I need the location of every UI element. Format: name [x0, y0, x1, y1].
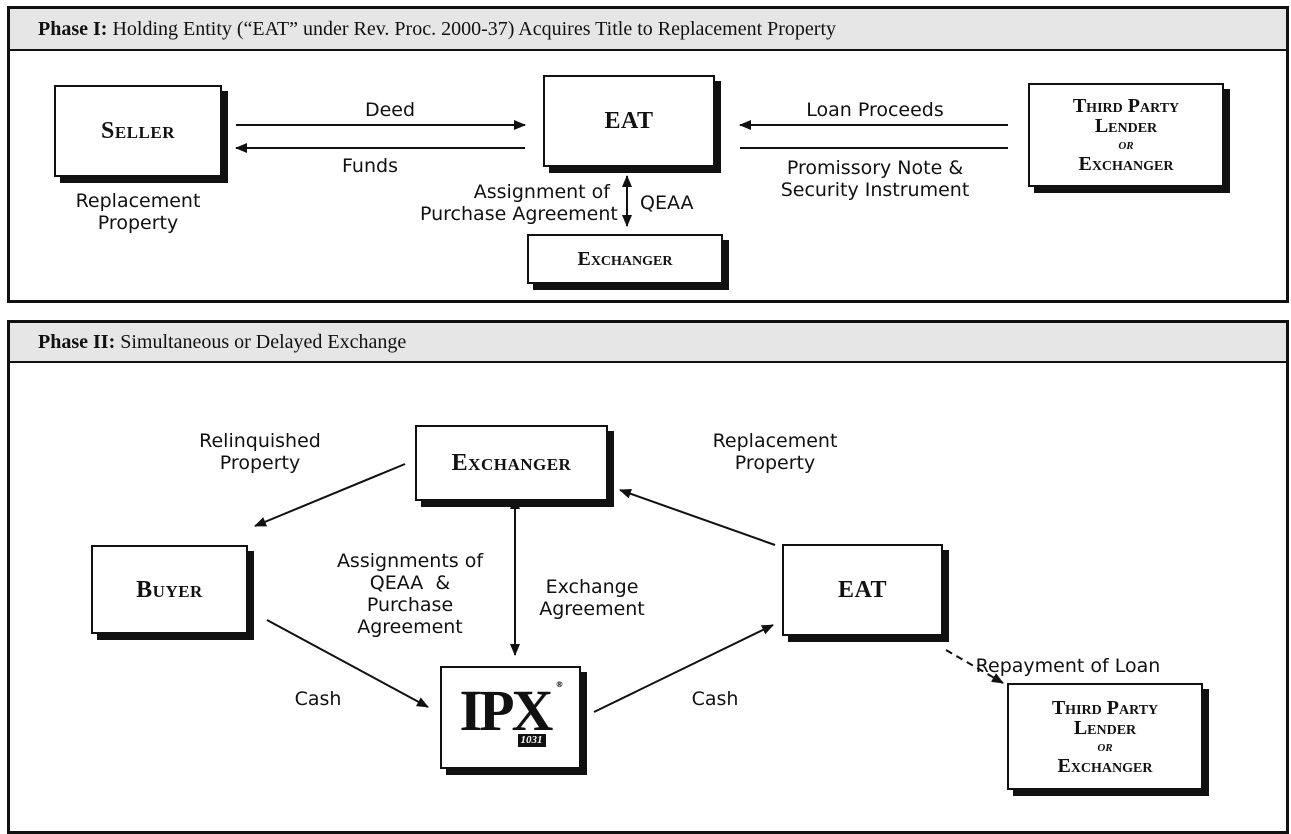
- lender-line1: Third Party: [1072, 95, 1180, 117]
- phase-2-header-label: Phase II:: [38, 331, 116, 353]
- lender-or: or: [1118, 137, 1134, 153]
- ipx-logo: IPX 1031 ®: [456, 678, 566, 758]
- exchange-agreement-label: Exchange Agreement: [539, 576, 645, 620]
- replacement-arrow: [619, 488, 776, 546]
- seller-label: Seller: [101, 118, 175, 144]
- qeaa-label-phase1: QEAA: [640, 192, 694, 214]
- eat-box-phase2: EAT: [782, 544, 943, 636]
- replacement-property-label-phase2: Replacement Property: [712, 430, 838, 474]
- ipx-logo-box: IPX 1031 ®: [440, 666, 581, 769]
- promissory-note-label: Promissory Note & Security Instrument: [780, 157, 970, 201]
- ipx-logo-text: IPX: [459, 677, 554, 743]
- relinquished-property-label: Relinquished Property: [199, 430, 321, 474]
- lender-line1-phase2: Third Party: [1051, 696, 1159, 719]
- lender-or-phase2: or: [1097, 738, 1113, 755]
- assignments-label: Assignments of QEAA & Purchase Agreement: [336, 550, 484, 638]
- lender-box-phase2: Third Party Lender or Exchanger: [1007, 683, 1203, 790]
- exchanger-box-phase1: Exchanger: [527, 234, 723, 284]
- assignment-label: Assignment of Purchase Agreement: [420, 181, 618, 225]
- cash-right-label: Cash: [691, 688, 739, 710]
- funds-label: Funds: [342, 155, 398, 177]
- eat-box-phase1: EAT: [543, 75, 715, 167]
- exchanger-label-phase1: Exchanger: [577, 248, 673, 270]
- loan-proceeds-label: Loan Proceeds: [806, 99, 944, 121]
- cash-left-arrow: [266, 619, 429, 708]
- phase-1-header: Phase I: Holding Entity (“EAT” under Rev…: [10, 9, 1286, 51]
- buyer-label: Buyer: [136, 576, 203, 603]
- repayment-arrow: [945, 649, 1004, 684]
- phase-1-header-label: Phase I:: [38, 18, 108, 40]
- buyer-box: Buyer: [91, 545, 248, 634]
- phase-2-header-text: Simultaneous or Delayed Exchange: [115, 331, 407, 353]
- lender-line3-phase2: Exchanger: [1057, 754, 1153, 777]
- phase-2-header: Phase II: Simultaneous or Delayed Exchan…: [10, 323, 1286, 363]
- registered-mark-icon: ®: [555, 679, 564, 689]
- repayment-label: Repayment of Loan: [975, 655, 1161, 677]
- exchanger-box-phase2: Exchanger: [415, 425, 608, 501]
- lender-line3: Exchanger: [1078, 153, 1174, 175]
- seller-box: Seller: [54, 85, 222, 177]
- lender-line2: Lender: [1094, 115, 1158, 137]
- ipx-logo-number: 1031: [517, 733, 546, 747]
- exchanger-label-phase2: Exchanger: [451, 450, 572, 476]
- relinquished-arrow: [254, 463, 406, 527]
- deed-label: Deed: [364, 99, 416, 121]
- replacement-property-label-phase1: Replacement Property: [75, 190, 201, 234]
- eat-label-phase1: EAT: [604, 108, 654, 134]
- cash-left-label: Cash: [294, 688, 342, 710]
- lender-box-phase1: Third Party Lender or Exchanger: [1028, 83, 1224, 187]
- eat-label-phase2: EAT: [837, 577, 888, 603]
- cash-right-arrow: [593, 624, 774, 713]
- phase-1-header-text: Holding Entity (“EAT” under Rev. Proc. 2…: [107, 18, 837, 40]
- lender-line2-phase2: Lender: [1073, 716, 1137, 739]
